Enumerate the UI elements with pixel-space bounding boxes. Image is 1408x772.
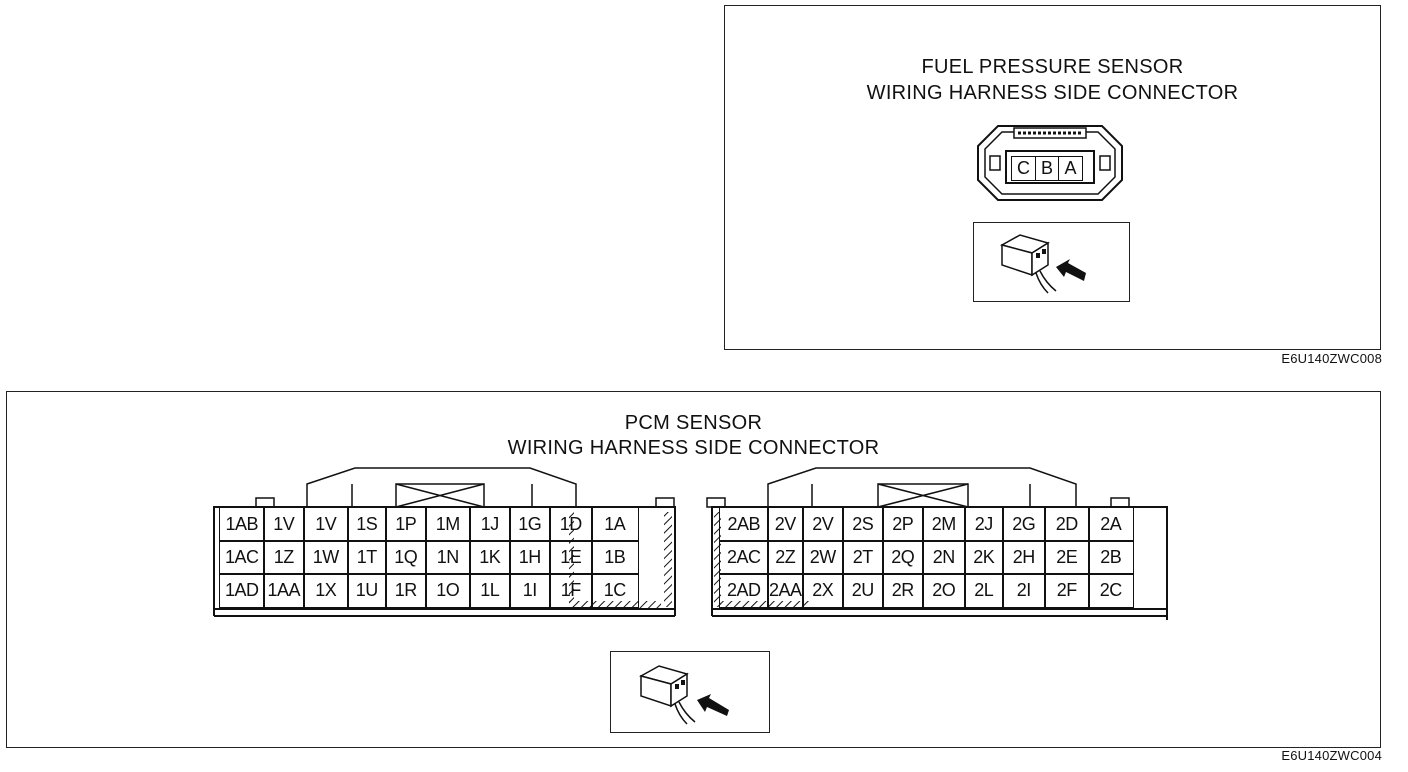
pin-cell: 2P	[882, 507, 924, 542]
fuel-pin: B	[1034, 156, 1060, 181]
fuel-figure-code: E6U140ZWC008	[1281, 351, 1382, 366]
pin-cell: 1D	[549, 507, 593, 542]
pcm-connector-1-housing	[213, 467, 676, 617]
pin-cell: 2J	[964, 507, 1004, 542]
pin-cell: 1L	[469, 573, 511, 608]
pin-cell: 2Q	[882, 540, 924, 575]
pin-cell: 1T	[347, 540, 387, 575]
pin-cell: 1Z	[263, 540, 305, 575]
pin-cell: 2AC	[719, 540, 769, 575]
pin-cell: 1AD	[219, 573, 265, 608]
pin-cell: 1E	[549, 540, 593, 575]
fuel-pin: A	[1058, 156, 1083, 181]
pin-cell: 1S	[347, 507, 387, 542]
pin-cell: 1I	[509, 573, 551, 608]
pin-cell: 1B	[591, 540, 639, 575]
pin-cell: 1V	[303, 507, 349, 542]
pin-cell: 1K	[469, 540, 511, 575]
pin-cell: 1M	[425, 507, 471, 542]
pin-cell: 2A	[1088, 507, 1134, 542]
pin-cell: 2Z	[767, 540, 804, 575]
fuel-view-direction-box	[973, 222, 1130, 302]
pcm-figure-code: E6U140ZWC004	[1281, 748, 1382, 763]
fuel-pin-row: C B A	[1011, 156, 1083, 181]
pin-cell: 1J	[469, 507, 511, 542]
pin-cell: 2W	[802, 540, 844, 575]
pin-cell: 1A	[591, 507, 639, 542]
pin-cell: 1V	[263, 507, 305, 542]
pin-cell: 1P	[385, 507, 427, 542]
pin-cell: 2AB	[719, 507, 769, 542]
pin-cell: 2N	[922, 540, 966, 575]
pin-cell: 1R	[385, 573, 427, 608]
pin-cell: 2O	[922, 573, 966, 608]
pin-cell: 2D	[1044, 507, 1090, 542]
pin-cell: 1O	[425, 573, 471, 608]
pin-cell: 2E	[1044, 540, 1090, 575]
pin-cell: 2R	[882, 573, 924, 608]
pin-cell: 1AA	[263, 573, 305, 608]
pin-cell: 2F	[1044, 573, 1090, 608]
fuel-title-line2: WIRING HARNESS SIDE CONNECTOR	[866, 82, 1239, 104]
pin-cell: 1H	[509, 540, 551, 575]
pcm-view-direction-box	[610, 651, 770, 733]
pin-cell: 2U	[842, 573, 884, 608]
pin-cell: 2L	[964, 573, 1004, 608]
fuel-title-line1: FUEL PRESSURE SENSOR	[921, 56, 1184, 78]
pin-cell: 2S	[842, 507, 884, 542]
pcm-title-line2: WIRING HARNESS SIDE CONNECTOR	[507, 437, 880, 459]
pin-cell: 2C	[1088, 573, 1134, 608]
pin-cell: 2K	[964, 540, 1004, 575]
connector-view-arrow-icon	[1000, 234, 1086, 294]
pin-cell: 2AA	[767, 573, 804, 608]
pin-cell: 2V	[767, 507, 804, 542]
pin-cell: 1U	[347, 573, 387, 608]
pcm-title-line1: PCM SENSOR	[624, 412, 763, 434]
pin-cell: 2AD	[719, 573, 769, 608]
pin-cell: 1Q	[385, 540, 427, 575]
pin-cell: 1C	[591, 573, 639, 608]
pin-cell: 2T	[842, 540, 884, 575]
pin-cell: 1F	[549, 573, 593, 608]
pin-cell: 2G	[1002, 507, 1046, 542]
pin-cell: 2M	[922, 507, 966, 542]
pin-cell: 1AB	[219, 507, 265, 542]
pin-cell: 2B	[1088, 540, 1134, 575]
pin-cell: 1W	[303, 540, 349, 575]
pin-cell: 1G	[509, 507, 551, 542]
pin-cell: 1N	[425, 540, 471, 575]
pin-cell: 2X	[802, 573, 844, 608]
pin-cell: 2H	[1002, 540, 1046, 575]
connector-view-arrow-icon	[639, 665, 729, 725]
pin-cell: 1X	[303, 573, 349, 608]
pin-cell: 2I	[1002, 573, 1046, 608]
pin-cell: 1AC	[219, 540, 265, 575]
pin-cell: 2V	[802, 507, 844, 542]
